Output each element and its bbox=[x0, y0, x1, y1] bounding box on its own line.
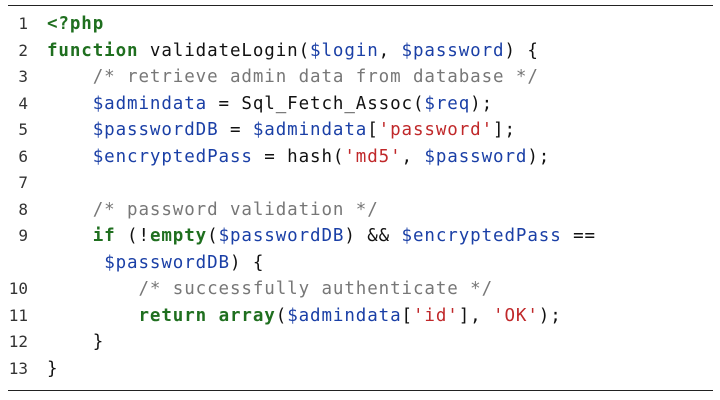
line-number: 3 bbox=[18, 67, 28, 86]
code-token: validateLogin( bbox=[138, 40, 311, 61]
code-token: return bbox=[138, 305, 208, 326]
code-token: ); bbox=[470, 93, 494, 114]
bottom-rule bbox=[8, 390, 713, 391]
line-number: 7 bbox=[18, 173, 28, 192]
code-text: $admindata = Sql_Fetch_Assoc($req); bbox=[47, 91, 493, 117]
line-number: 13 bbox=[8, 358, 28, 378]
code-text: /* retrieve admin data from database */ bbox=[47, 64, 539, 90]
code-token: ) && bbox=[344, 226, 402, 246]
code-token: 'OK' bbox=[493, 305, 539, 326]
code-text: if (!empty($passwordDB) && $encryptedPas… bbox=[47, 223, 596, 249]
code-token: $admindata bbox=[252, 120, 368, 140]
code-token: $req bbox=[424, 93, 471, 114]
code-token: $passwordDB bbox=[104, 252, 230, 273]
line-number: 11 bbox=[8, 305, 28, 325]
line-number: 8 bbox=[18, 199, 28, 219]
code-token bbox=[47, 279, 139, 299]
code-token: array bbox=[218, 305, 276, 326]
top-rule bbox=[8, 5, 713, 6]
code-token: $encryptedPass bbox=[401, 226, 562, 246]
code-token: ( bbox=[207, 226, 219, 246]
code-token: } bbox=[47, 332, 105, 352]
line-number: 4 bbox=[18, 93, 28, 113]
code-token: , bbox=[401, 146, 425, 167]
code-token: ) { bbox=[504, 40, 539, 61]
code-token bbox=[47, 67, 93, 87]
code-token bbox=[47, 226, 93, 246]
code-text: function validateLogin($login, $password… bbox=[47, 38, 539, 64]
code-token: ) { bbox=[229, 252, 265, 273]
code-token: /* password validation */ bbox=[92, 199, 379, 220]
code-token: if bbox=[92, 226, 116, 246]
code-token: $password bbox=[424, 146, 528, 167]
code-token: $login bbox=[310, 40, 379, 61]
code-token: ); bbox=[527, 146, 551, 167]
code-text: /* password validation */ bbox=[47, 197, 379, 223]
code-token: ); bbox=[538, 305, 562, 326]
code-token: /* successfully authenticate */ bbox=[138, 279, 494, 299]
line-number: 9 bbox=[18, 226, 28, 245]
code-token: [ bbox=[367, 120, 379, 140]
code-token: 'md5' bbox=[344, 146, 402, 167]
code-token: 'password' bbox=[378, 120, 494, 140]
code-token: function bbox=[47, 40, 139, 61]
code-text: <?php bbox=[47, 11, 104, 37]
code-token: $admindata bbox=[92, 93, 208, 114]
line-number: 2 bbox=[18, 40, 28, 60]
code-token: (! bbox=[115, 226, 150, 246]
code-text: } bbox=[47, 329, 104, 355]
code-token: = bbox=[218, 120, 253, 140]
line-number: 1 bbox=[18, 14, 28, 33]
code-text: /* successfully authenticate */ bbox=[47, 276, 493, 302]
code-token: = Sql_Fetch_Assoc( bbox=[207, 93, 425, 114]
code-token: ( bbox=[275, 305, 288, 326]
code-token: $passwordDB bbox=[218, 226, 345, 246]
line-number: 10 bbox=[8, 279, 28, 298]
code-text: $passwordDB) { bbox=[47, 250, 264, 276]
code-text: $encryptedPass = hash('md5', $password); bbox=[47, 144, 550, 170]
code-text: $passwordDB = $admindata['password']; bbox=[47, 117, 516, 143]
line-number: 6 bbox=[18, 146, 28, 166]
code-token: == bbox=[561, 226, 596, 246]
code-token: [ bbox=[401, 305, 413, 326]
code-token: empty bbox=[149, 226, 208, 246]
code-token: 'id' bbox=[412, 305, 459, 326]
code-token bbox=[47, 120, 93, 140]
code-token bbox=[207, 306, 218, 326]
code-token bbox=[47, 306, 139, 326]
code-token bbox=[47, 147, 93, 167]
code-token: $admindata bbox=[287, 305, 402, 326]
code-token: ], bbox=[458, 305, 494, 326]
code-text: return array($admindata['id'], 'OK'); bbox=[47, 303, 562, 329]
code-token: , bbox=[378, 40, 402, 61]
code-token: } bbox=[47, 358, 59, 379]
line-number: 12 bbox=[8, 332, 28, 351]
code-text: } bbox=[47, 356, 58, 382]
code-token: $password bbox=[401, 40, 505, 61]
code-token bbox=[47, 200, 93, 220]
code-token bbox=[47, 94, 93, 114]
line-number: 5 bbox=[18, 120, 28, 139]
code-token bbox=[47, 253, 104, 273]
code-token: $passwordDB bbox=[92, 120, 219, 140]
code-token: ]; bbox=[493, 120, 516, 140]
code-token: <?php bbox=[47, 14, 105, 34]
code-token: /* retrieve admin data from database */ bbox=[92, 67, 539, 87]
code-token: = hash( bbox=[252, 146, 345, 167]
code-token: $encryptedPass bbox=[92, 146, 253, 167]
